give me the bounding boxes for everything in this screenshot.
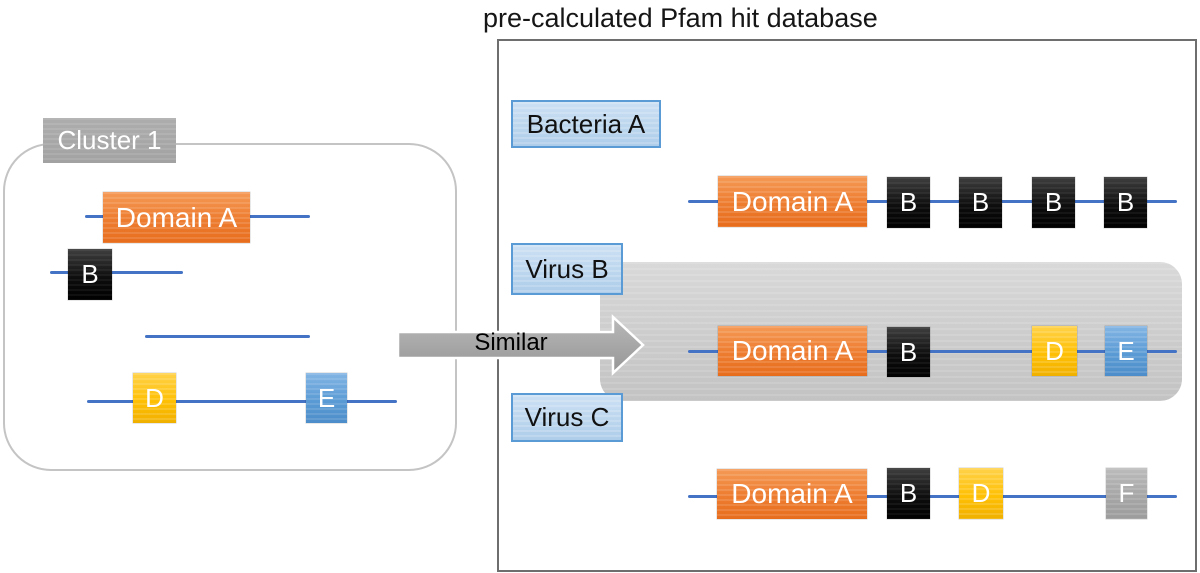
backbone-line <box>688 350 1177 353</box>
domain-box-domain-a: Domain A <box>718 176 867 227</box>
domain-box-b: B <box>1104 177 1147 228</box>
domain-box-f: F <box>1106 468 1147 519</box>
backbone-line <box>688 200 1177 203</box>
domain-box-domain-a: Domain A <box>103 192 250 243</box>
similar-label: Similar <box>474 329 548 356</box>
backbone-line <box>145 335 310 338</box>
domain-box-domain-a: Domain A <box>718 326 867 376</box>
domain-box-e: E <box>1105 326 1147 376</box>
domain-box-b: B <box>959 177 1002 228</box>
page-title: pre-calculated Pfam hit database <box>483 3 878 33</box>
domain-box-b: B <box>887 327 930 377</box>
entry-label-bacteria-a: Bacteria A <box>511 100 661 148</box>
domain-box-domain-a: Domain A <box>717 469 867 519</box>
backbone-line <box>87 400 397 403</box>
entry-label-virus-b: Virus B <box>511 243 623 295</box>
domain-box-d: D <box>959 468 1003 519</box>
domain-box-d: D <box>133 373 176 423</box>
domain-box-b: B <box>887 177 930 228</box>
backbone-line <box>50 271 183 274</box>
entry-label-virus-c: Virus C <box>511 393 623 442</box>
backbone-line <box>688 495 1177 498</box>
domain-box-b: B <box>68 249 112 300</box>
domain-box-d: D <box>1032 326 1077 376</box>
domain-box-e: E <box>306 373 347 423</box>
cluster-1-label: Cluster 1 <box>43 118 176 163</box>
domain-box-b: B <box>1032 177 1075 228</box>
domain-box-b: B <box>887 468 930 519</box>
